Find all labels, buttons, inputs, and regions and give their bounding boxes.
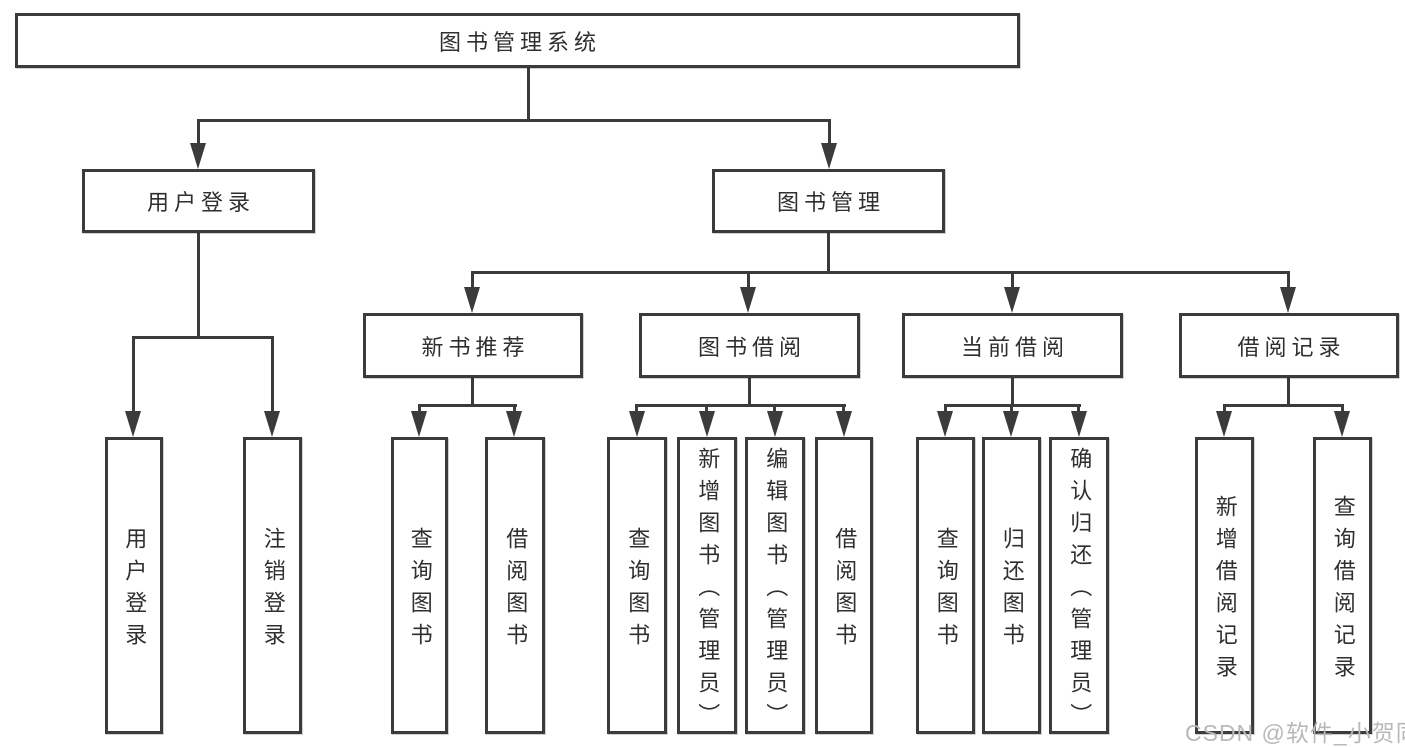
- connector-v: [1287, 271, 1290, 291]
- arrowhead-down-icon: [125, 411, 141, 437]
- arrowhead-down-icon: [836, 411, 852, 437]
- connector-v: [1011, 271, 1014, 291]
- connector-h: [1223, 404, 1344, 407]
- node-book-management: 图书管理: [712, 169, 945, 233]
- arrowhead-down-icon: [767, 411, 783, 437]
- arrowhead-down-icon: [1280, 287, 1296, 313]
- leaf-return-books: 归还图书: [982, 437, 1041, 734]
- arrowhead-down-icon: [821, 143, 837, 169]
- node-label: 确认归还（管理员）: [1067, 446, 1093, 735]
- connector-v: [513, 404, 516, 415]
- leaf-query-books-current: 查询图书: [916, 437, 975, 734]
- node-label: 用户登录: [146, 190, 255, 215]
- connector-h: [471, 271, 1290, 274]
- node-label: 归还图书: [999, 526, 1025, 655]
- node-label: 查询图书: [407, 526, 433, 655]
- node-label: 借阅图书: [503, 526, 529, 655]
- arrowhead-down-icon: [740, 287, 756, 313]
- connector-h: [635, 404, 846, 407]
- connector-v: [827, 233, 830, 274]
- leaf-add-borrow-record: 新增借阅记录: [1195, 437, 1254, 734]
- connector-v: [1341, 404, 1344, 415]
- connector-v: [471, 378, 474, 407]
- node-current-borrow: 当前借阅: [902, 313, 1123, 378]
- connector-v: [1011, 378, 1014, 407]
- connector-v: [132, 336, 135, 413]
- leaf-confirm-return-admin: 确认归还（管理员）: [1049, 437, 1109, 735]
- node-new-book-recommend: 新书推荐: [363, 313, 583, 378]
- node-borrow-records: 借阅记录: [1179, 313, 1399, 378]
- node-label: 查询借阅记录: [1330, 494, 1356, 687]
- arrowhead-down-icon: [1003, 411, 1019, 437]
- arrowhead-down-icon: [1004, 287, 1020, 313]
- node-library-management-system: 图书管理系统: [15, 13, 1020, 68]
- connector-v: [705, 404, 708, 415]
- connector-v: [271, 336, 274, 413]
- connector-v: [1287, 378, 1290, 407]
- csdn-watermark: CSDN @软件_小贺同学: [1185, 720, 1405, 746]
- connector-h: [418, 404, 517, 407]
- leaf-borrow-books: 借阅图书: [815, 437, 873, 734]
- connector-v: [527, 68, 530, 122]
- connector-v: [197, 233, 200, 337]
- node-label: 借阅图书: [832, 526, 858, 655]
- node-label: 查询图书: [933, 526, 959, 655]
- node-book-borrow: 图书借阅: [639, 313, 860, 378]
- arrowhead-down-icon: [464, 287, 480, 313]
- node-label: 用户登录: [122, 526, 148, 655]
- connector-v: [773, 404, 776, 415]
- leaf-add-books-admin: 新增图书（管理员）: [677, 437, 737, 735]
- leaf-borrow-books-recommend: 借阅图书: [485, 437, 545, 734]
- connector-v: [1010, 404, 1013, 415]
- connector-v: [944, 404, 947, 415]
- arrowhead-down-icon: [1216, 411, 1232, 437]
- arrowhead-down-icon: [937, 411, 953, 437]
- leaf-query-borrow-record: 查询借阅记录: [1313, 437, 1372, 734]
- connector-v: [1077, 404, 1080, 415]
- node-label: 查询图书: [625, 526, 651, 655]
- arrowhead-down-icon: [629, 411, 645, 437]
- connector-v: [471, 271, 474, 291]
- connector-v: [1223, 404, 1226, 415]
- leaf-logout: 注销登录: [243, 437, 302, 734]
- connector-h: [197, 119, 830, 122]
- node-label: 注销登录: [260, 526, 286, 655]
- node-label: 新书推荐: [421, 334, 530, 360]
- connector-h: [132, 336, 274, 339]
- node-label: 图书管理系统: [438, 29, 601, 55]
- arrowhead-down-icon: [190, 143, 206, 169]
- node-label: 图书管理: [776, 190, 885, 215]
- leaf-query-books-recommend: 查询图书: [391, 437, 448, 734]
- connector-v: [197, 119, 200, 146]
- leaf-edit-books-admin: 编辑图书（管理员）: [745, 437, 805, 735]
- leaf-query-books-borrow: 查询图书: [607, 437, 667, 734]
- node-user-login: 用户登录: [82, 169, 315, 233]
- arrowhead-down-icon: [264, 411, 280, 437]
- arrowhead-down-icon: [411, 411, 427, 437]
- leaf-user-login: 用户登录: [105, 437, 163, 734]
- connector-v: [635, 404, 638, 415]
- node-label: 当前借阅: [960, 334, 1069, 360]
- connector-v: [828, 119, 831, 146]
- node-label: 图书借阅: [697, 334, 806, 360]
- arrowhead-down-icon: [699, 411, 715, 437]
- connector-v: [747, 271, 750, 291]
- connector-v: [418, 404, 421, 415]
- node-label: 编辑图书（管理员）: [763, 446, 789, 735]
- arrowhead-down-icon: [1071, 411, 1087, 437]
- arrowhead-down-icon: [506, 411, 522, 437]
- node-label: 借阅记录: [1237, 334, 1346, 360]
- connector-v: [842, 404, 845, 415]
- node-label: 新增图书（管理员）: [695, 446, 721, 735]
- node-label: 新增借阅记录: [1212, 494, 1238, 687]
- connector-v: [748, 378, 751, 407]
- arrowhead-down-icon: [1334, 411, 1350, 437]
